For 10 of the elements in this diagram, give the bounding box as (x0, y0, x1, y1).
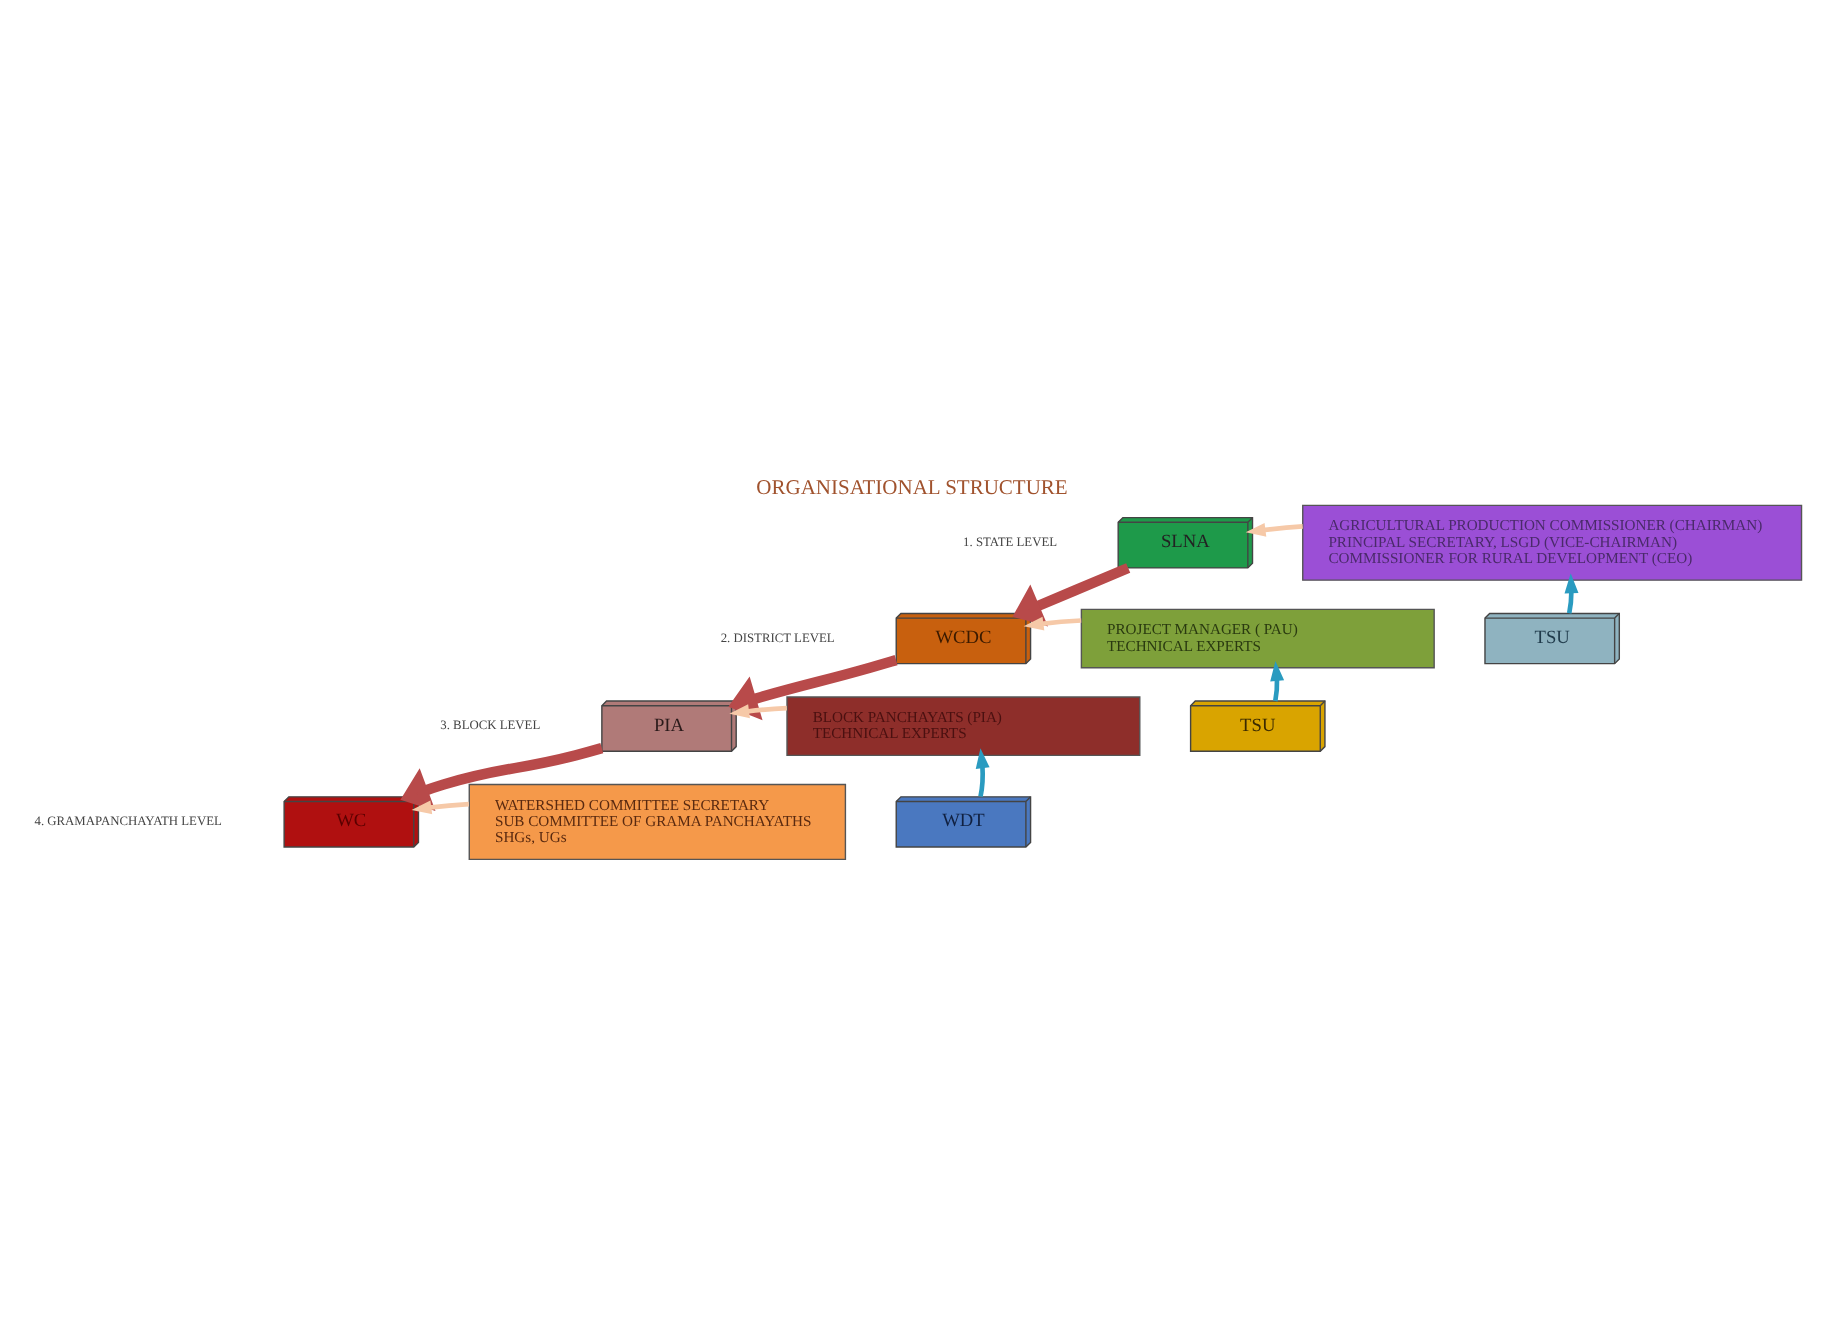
arrow (1270, 661, 1285, 702)
arrow (411, 800, 470, 815)
arrow (729, 704, 787, 719)
arrow (1564, 573, 1579, 614)
arrow (1245, 522, 1303, 537)
arrow (1012, 563, 1131, 627)
arrow (975, 748, 990, 797)
diagram-title: ORGANISATIONAL STRUCTURE (756, 478, 1068, 501)
arrow (400, 743, 604, 812)
arrow (1023, 616, 1082, 631)
